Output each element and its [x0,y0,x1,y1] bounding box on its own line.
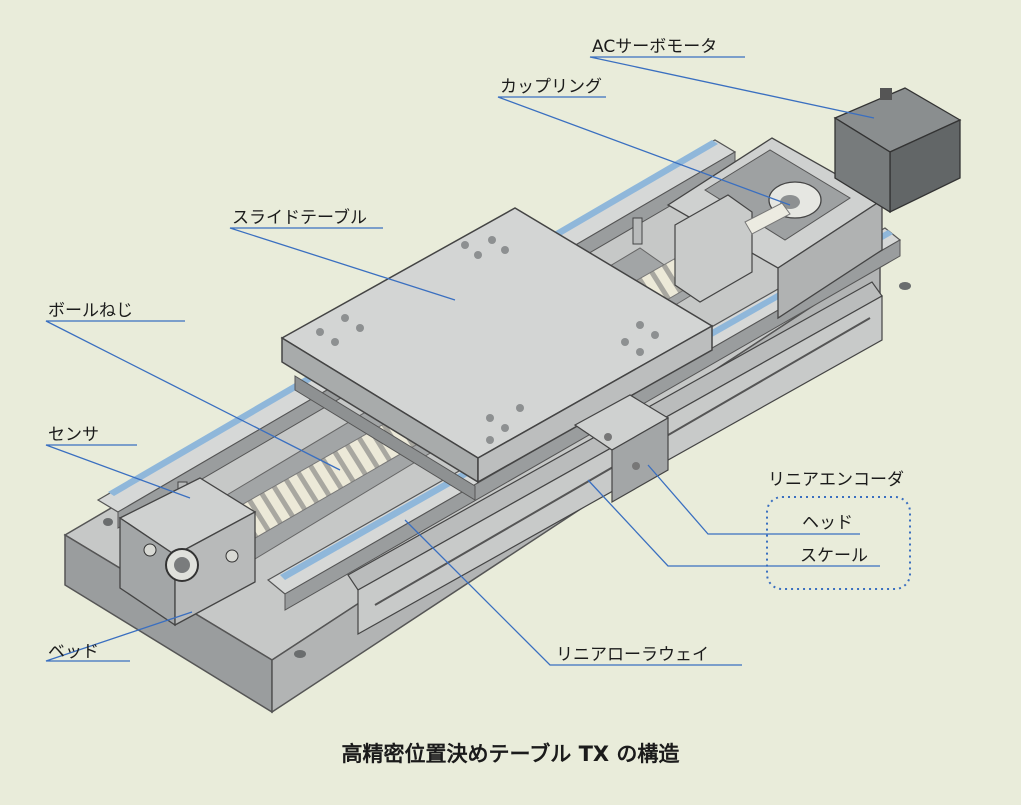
label-ac-servo-motor: ACサーボモータ [592,37,718,57]
slide-table-part [280,207,714,501]
front-end-block [118,477,257,627]
label-head: ヘッド [802,513,853,533]
label-slide-table: スライドテーブル [232,208,367,228]
servo-motor [833,87,962,214]
coupling-part [744,181,822,235]
label-sensor: センサ [48,425,99,445]
figure-caption: 高精密位置決めテーブル TX の構造 [341,742,680,766]
label-coupling: カップリング [500,77,602,97]
encoder-head-part [573,394,670,504]
label-linear-encoder: リニアエンコーダ [768,470,904,490]
label-bed: ベッド [48,642,99,662]
label-ball-screw: ボールねじ [48,301,133,321]
label-scale: スケール [800,546,868,566]
label-linear-roller-way: リニアローラウェイ [556,645,709,665]
encoder-group-frame [766,496,911,590]
leader-lines [45,56,880,666]
